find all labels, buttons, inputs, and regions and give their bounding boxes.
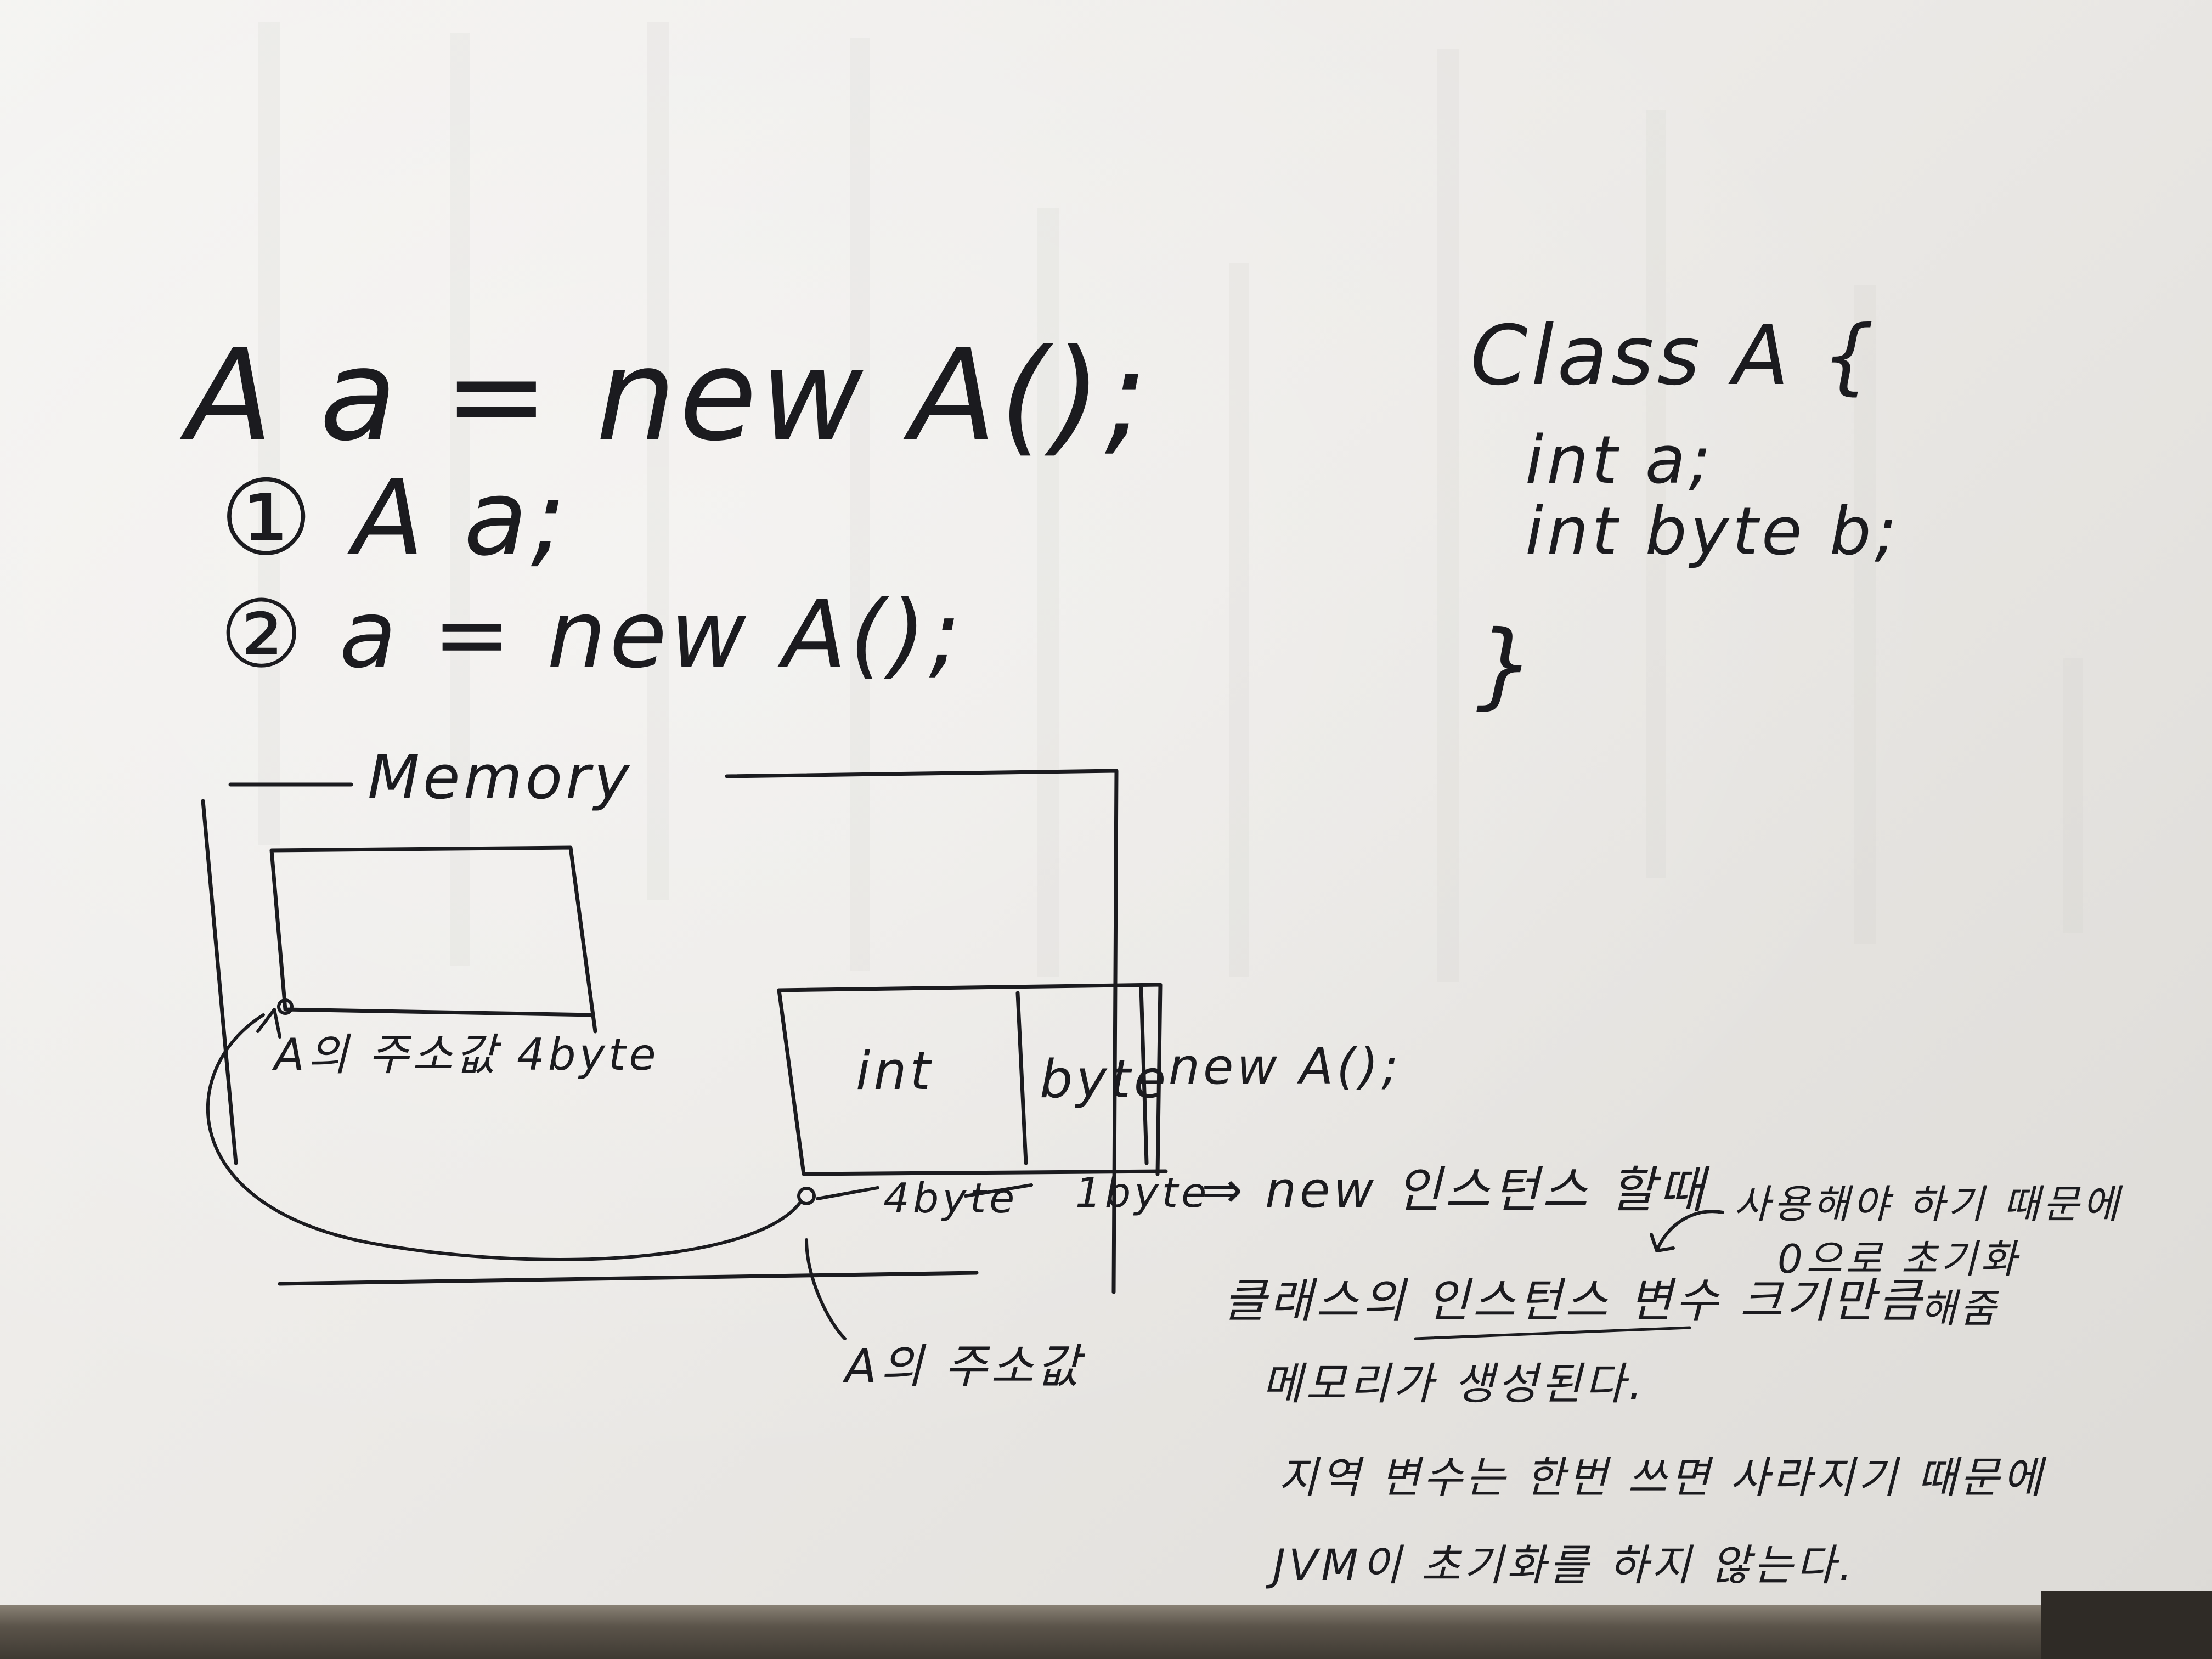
- memory-label: Memory: [368, 742, 633, 812]
- arrow-note-underline: [1414, 1326, 1691, 1340]
- arrow-note-line1: ⇒ new 인스턴스 할때: [1201, 1161, 1710, 1219]
- stack-box-anchor-dot: [277, 998, 294, 1015]
- step1-text: ① A a;: [219, 458, 569, 579]
- side-note-line3: 해줌: [1920, 1285, 1999, 1331]
- class-header-text: Class A {: [1470, 308, 1877, 404]
- stack-box: [269, 845, 597, 1034]
- heap-cell-byte: byte: [1040, 1049, 1169, 1110]
- memory-frame-right-line: [725, 769, 1119, 1294]
- heap-cell-int: int: [856, 1041, 934, 1102]
- field-int-text: int a;: [1525, 422, 1714, 499]
- address-caption: A의 주소값: [842, 1340, 1086, 1394]
- side-note-line2: 0으로 초기화: [1778, 1236, 2020, 1282]
- memory-frame-left-line: [201, 799, 238, 1165]
- local-note-line1: 지역 변수는 한번 쓰면 사라지기 때문에: [1278, 1453, 2046, 1503]
- local-note-line2: JVM이 초기화를 하지 않는다.: [1266, 1541, 1855, 1590]
- heap-anchor-dot: [797, 1187, 816, 1205]
- memory-frame-bottom-line: [278, 1271, 979, 1286]
- field-byte-text: int byte b;: [1525, 494, 1900, 570]
- page-corner-shadow: [2041, 1591, 2212, 1659]
- heap-bottom-right-label: 1byte: [1075, 1169, 1210, 1217]
- reference-pointer-arrowhead: [256, 1008, 281, 1039]
- class-close-text: }: [1476, 611, 1538, 719]
- heap-bottom-arrows: [816, 1183, 1033, 1200]
- step2-text: ② a = new A();: [219, 580, 964, 689]
- side-note-line1: 사용해야 하기 때문에: [1734, 1181, 2123, 1227]
- left-box-caption: A의 주소값 4byte: [272, 1029, 659, 1080]
- reference-pointer-curve: [206, 1013, 803, 1261]
- bleed-through-text: [258, 22, 2083, 982]
- heap-bottom-left-label: 4byte: [883, 1174, 1018, 1222]
- heap-cell-new: new A();: [1169, 1038, 1402, 1096]
- arrow-note-line3: 메모리가 생성된다.: [1262, 1358, 1646, 1409]
- arrow-note-line2: 클래스의 인스턴스 변수 크기만큼: [1223, 1274, 1925, 1328]
- heap-object-box: [777, 983, 1168, 1176]
- address-pointer-line: [805, 1238, 847, 1340]
- side-note-arrow: [1650, 1210, 1724, 1252]
- declaration-text: A a = new A();: [179, 323, 1150, 469]
- page-bottom-edge: [0, 1605, 2212, 1659]
